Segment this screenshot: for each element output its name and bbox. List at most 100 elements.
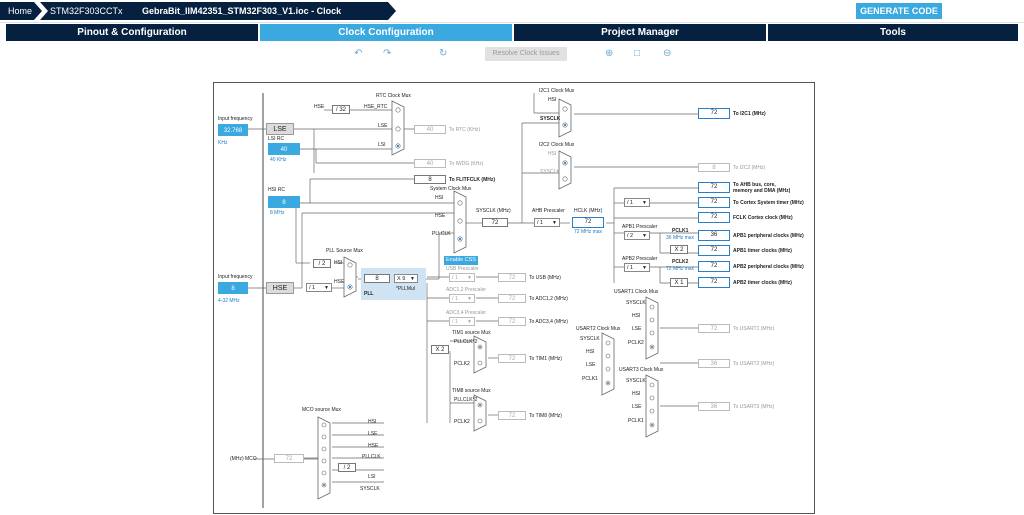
tim8-output-label: To TIM8 (MHz) — [529, 413, 562, 419]
i2c1-sysclk-label: SYSCLK — [540, 116, 561, 122]
tab-clock-configuration[interactable]: Clock Configuration — [260, 24, 512, 41]
tim1-mux-label: TIM1 source Mux — [452, 330, 491, 336]
fclk-output-label: FCLK Cortex clock (MHz) — [733, 215, 793, 221]
ahb-output-label: To AHB bus, core, — [733, 182, 776, 188]
pll-source-mux[interactable] — [343, 256, 357, 298]
tab-tools[interactable]: Tools — [768, 24, 1018, 41]
usb-prescaler-select[interactable]: / 1▼ — [449, 273, 475, 282]
adc34-frequency: 72 — [498, 317, 526, 326]
usart2-output-label: To USART2 (MHz) — [733, 361, 775, 367]
mco-mux-label: MCO source Mux — [302, 407, 341, 413]
mco-source-mux[interactable] — [317, 416, 331, 500]
tim8-pclk2-label: PCLK2 — [454, 419, 470, 425]
flitfclk-frequency: 8 — [414, 175, 446, 184]
i2c1-mux-label: I2C1 Clock Mux — [539, 88, 575, 94]
rtc-hse-input: HSE — [314, 104, 325, 110]
zoom-in-icon[interactable]: ⊕ — [605, 48, 614, 59]
apb1-timer-output-label: APB1 timer clocks (MHz) — [733, 248, 792, 254]
mco-input-hse: HSE — [368, 443, 379, 449]
usart3-output-label: To USART3 (MHz) — [733, 404, 775, 410]
hse-input-frequency-label: Input frequency — [218, 274, 253, 280]
pll-prediv-select[interactable]: / 1▼ — [306, 283, 332, 292]
tab-pinout[interactable]: Pinout & Configuration — [6, 24, 258, 41]
ahb-bus-frequency[interactable]: 72 — [698, 182, 730, 193]
i2c2-frequency: 8 — [698, 163, 730, 172]
pll-source-mux-label: PLL Source Mux — [326, 248, 363, 254]
usart2-input-pclk1: PCLK1 — [582, 376, 598, 382]
apb2-prescaler-select[interactable]: / 1▼ — [624, 263, 650, 272]
hsi-rc-block: 8 — [268, 196, 300, 208]
usart3-frequency: 36 — [698, 402, 730, 411]
generate-code-button[interactable]: GENERATE CODE — [856, 3, 942, 19]
redo-icon[interactable]: ↷ — [383, 48, 392, 59]
undo-icon[interactable]: ↶ — [354, 48, 363, 59]
apb2-timer-frequency[interactable]: 72 — [698, 277, 730, 288]
sysclk-label: SYSCLK (MHz) — [476, 208, 511, 214]
tim1-output-label: To TIM1 (MHz) — [529, 356, 562, 362]
breadcrumb-project[interactable]: GebraBit_IIM42351_STM32F303_V1.ioc - Clo… — [132, 2, 396, 20]
tab-project-manager[interactable]: Project Manager — [514, 24, 766, 41]
apb1-timer-frequency[interactable]: 72 — [698, 245, 730, 256]
pclk1-label: PCLK1 — [672, 228, 689, 234]
usart1-mux-label: USART1 Clock Mux — [614, 289, 659, 295]
sysclk-frequency[interactable]: 72 — [482, 218, 508, 227]
tim8-pllclk-label: PLLCLK*2 — [454, 397, 478, 403]
zoom-out-icon[interactable]: ⊖ — [663, 48, 672, 59]
tim8-source-mux[interactable] — [473, 394, 487, 432]
usart2-clock-mux[interactable] — [601, 332, 615, 396]
sys-pllclk-label: PLLCLK — [432, 231, 451, 237]
adc34-prescaler-select[interactable]: / 1▼ — [449, 317, 475, 326]
i2c1-frequency[interactable]: 72 — [698, 108, 730, 119]
apb1-prescaler-select[interactable]: / 2▼ — [624, 231, 650, 240]
hse-block: HSE — [266, 282, 294, 294]
apb1-peripheral-frequency[interactable]: 36 — [698, 230, 730, 241]
lse-block: LSE — [266, 123, 294, 135]
hse-frequency-input[interactable]: 8 — [218, 282, 248, 294]
enable-css-button[interactable]: Enable CSS — [444, 256, 478, 265]
usart2-frequency: 36 — [698, 359, 730, 368]
ahb-prescaler-select[interactable]: / 1▼ — [534, 218, 560, 227]
lsi-unit: 40 KHz — [270, 157, 287, 163]
usart1-clock-mux[interactable] — [645, 296, 659, 360]
usart2-input-lse: LSE — [586, 362, 596, 368]
resolve-clock-issues-button[interactable]: Resolve Clock Issues — [485, 47, 567, 61]
hse-range: 4-32 MHz — [218, 298, 240, 304]
iwdg-frequency: 40 — [414, 159, 446, 168]
hclk-frequency[interactable]: 72 — [572, 217, 604, 228]
pll-mul-select[interactable]: X 9▼ — [394, 274, 418, 283]
usart1-output-label: To USART1 (MHz) — [733, 326, 775, 332]
adc12-prescaler-select[interactable]: / 1▼ — [449, 294, 475, 303]
adc12-output-label: To ADC1,2 (MHz) — [529, 296, 568, 302]
usart1-input-pclk2: PCLK2 — [628, 340, 644, 346]
cortex-prescaler-select[interactable]: / 1▼ — [624, 198, 650, 207]
i2c2-clock-mux[interactable] — [558, 150, 572, 190]
toolbar: ↶ ↷ ↻ Resolve Clock Issues ⊕ □ ⊖ — [0, 44, 1024, 64]
adc34-prescaler-label: ADC3,4 Prescaler — [446, 310, 487, 316]
hse-rtc-divider[interactable]: / 32 — [332, 105, 350, 114]
i2c2-mux-label: I2C2 Clock Mux — [539, 142, 575, 148]
clock-tree-wires — [248, 93, 698, 508]
hsi-unit: 8 MHz — [270, 210, 285, 216]
pll-label: PLL — [364, 291, 374, 297]
mco-input-sysclk: SYSCLK — [360, 486, 380, 492]
refresh-icon[interactable]: ↻ — [439, 48, 448, 59]
tim1-source-mux[interactable] — [473, 335, 487, 374]
fclk-frequency[interactable]: 72 — [698, 212, 730, 223]
mco-input-lsi: LSI — [368, 474, 376, 480]
breadcrumb-home[interactable]: Home — [0, 2, 42, 20]
hsi-pll-divider[interactable]: / 2 — [313, 259, 331, 268]
main-tabs: Pinout & Configuration Clock Configurati… — [6, 24, 1018, 41]
fit-icon[interactable]: □ — [634, 48, 641, 59]
apb1-output-label: APB1 peripheral clocks (MHz) — [733, 233, 804, 239]
lse-frequency-input[interactable]: 32.768 — [218, 124, 248, 136]
usart2-input-hsi: HSI — [586, 349, 595, 355]
pll-hse-label: HSE — [334, 279, 345, 285]
cortex-timer-frequency[interactable]: 72 — [698, 197, 730, 208]
system-clock-mux-label: System Clock Mux — [430, 186, 472, 192]
breadcrumb-mcu[interactable]: STM32F303CCTx — [40, 2, 154, 20]
apb2-peripheral-frequency[interactable]: 72 — [698, 261, 730, 272]
i2c1-clock-mux[interactable] — [558, 98, 572, 138]
hsi-rc-label: HSI RC — [268, 187, 285, 193]
usart3-clock-mux[interactable] — [645, 374, 659, 438]
pll-mul-label: *PLLMul — [396, 286, 415, 292]
